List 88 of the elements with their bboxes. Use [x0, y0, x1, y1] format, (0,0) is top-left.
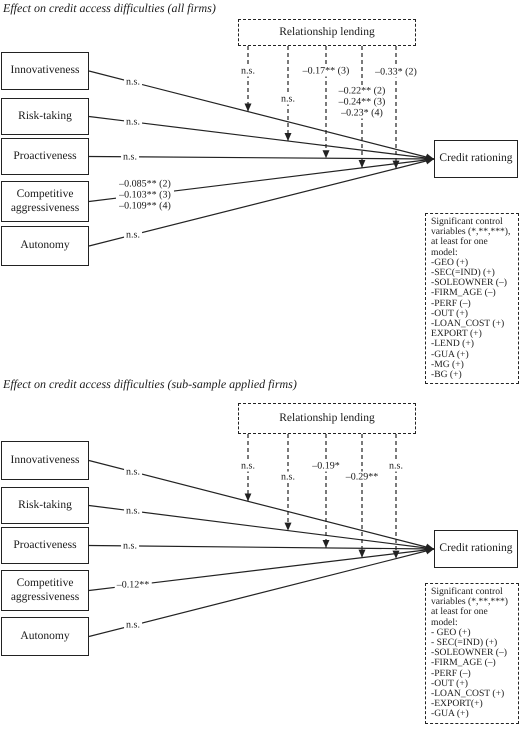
control-variable-item: -SOLEOWNER (–) [431, 648, 507, 658]
control-variable-item: -OUT (+) [431, 308, 468, 320]
control-variable-item: -MG (+) [431, 360, 464, 370]
control-variable-item: -FIRM_AGE (–) [431, 658, 496, 669]
moderator-label: Relationship lending [279, 412, 375, 426]
coefficient-label: n.s. [387, 460, 405, 472]
dashed-arrow [322, 434, 330, 548]
coefficient-label: –0.29** [344, 472, 380, 482]
arrow [88, 116, 434, 162]
outcome-label: Credit rationing [439, 542, 513, 556]
arrow [89, 544, 434, 552]
dashed-arrow [392, 46, 400, 169]
coefficient-label: n.s. [124, 620, 142, 631]
coefficient-label: –0.12** [114, 580, 152, 591]
control-variable-item: -EXPORT(+) [431, 699, 483, 710]
moderator-box [238, 19, 416, 46]
arrow [88, 504, 434, 552]
control-variable-item: - SEC(=IND) (+) [431, 638, 498, 648]
dashed-arrow [322, 46, 330, 158]
arrow [89, 155, 434, 162]
construct-box [1, 487, 89, 524]
control-variable-item: -LOAN_COST (+) [431, 689, 504, 700]
moderator-label: Relationship lending [279, 26, 375, 40]
coefficient-label: –0.19* [310, 460, 342, 472]
construct-label: Innovativeness [10, 64, 80, 78]
coefficient-label: n.s. [124, 466, 142, 478]
coefficient-label: n.s. [279, 94, 297, 104]
arrow [88, 548, 434, 638]
arrow [88, 158, 434, 247]
control-variable-item: -PERF (–) [431, 298, 471, 309]
outcome-box [434, 140, 518, 178]
outcome-box [434, 530, 518, 568]
construct-label: Autonomy [20, 630, 70, 644]
coefficient-label: n.s. [124, 76, 142, 88]
control-variable-item: EXPORT (+) [431, 329, 482, 340]
notes-heading: Significant control variables (*,**,***) at least for one model: [431, 587, 509, 628]
control-variable-item: -FIRM_AGE (–) [431, 288, 496, 299]
control-variable-item: -BG (+) [431, 370, 462, 380]
panel-title: Effect on credit access difficulties (all firms) [3, 1, 216, 15]
control-variable-item: -GUA (+) [431, 709, 469, 720]
control-variable-item: -GEO (+) [431, 258, 468, 268]
construct-box [1, 527, 89, 564]
control-variable-item: -OUT (+) [431, 678, 468, 690]
notes-box [425, 583, 519, 724]
control-variable-item: -GUA (+) [431, 350, 469, 360]
dashed-arrow [358, 434, 366, 558]
coefficient-label: –0.17** (3) [300, 66, 352, 76]
construct-box [1, 181, 89, 222]
construct-label: Proactiveness [13, 150, 77, 164]
notes-heading: Significant control variables (*,**,***), at least for one model: [431, 217, 512, 258]
construct-label: Risk-taking [18, 498, 72, 512]
construct-box [1, 52, 89, 90]
coefficient-label: –0.33* (2) [373, 66, 419, 78]
control-variable-item: - GEO (+) [431, 628, 471, 638]
coefficient-label: n.s. [124, 229, 142, 240]
construct-label: Risk-taking [18, 110, 72, 124]
construct-box [1, 570, 89, 611]
notes-box [425, 213, 519, 384]
dashed-arrow [244, 434, 252, 502]
control-variable-item: -LEND (+) [431, 339, 474, 350]
construct-box [1, 226, 89, 266]
construct-label: Innovativeness [10, 454, 80, 468]
construct-label: Competitive aggressiveness [10, 577, 80, 604]
arrow [88, 70, 434, 160]
control-variable-item: -LOAN_COST (+) [431, 319, 504, 330]
dashed-arrow [244, 46, 252, 112]
arrow [88, 460, 434, 550]
construct-box [1, 617, 89, 656]
control-variable-item: -PERF (–) [431, 668, 471, 679]
construct-label: Autonomy [20, 239, 70, 253]
control-variable-item: -SOLEOWNER (–) [431, 278, 507, 288]
coefficient-label: n.s. [279, 472, 297, 482]
dashed-arrow [284, 46, 292, 142]
construct-box [1, 98, 89, 135]
construct-box [1, 441, 89, 480]
panel-title: Effect on credit access difficulties (sub-sample applied firms) [3, 377, 297, 391]
control-variable-item: -SEC(=IND) (+) [431, 268, 495, 278]
construct-box [1, 138, 89, 175]
coefficient-label: n.s. [124, 506, 142, 517]
coefficient-label: –0.085** (2) –0.103** (3) –0.109** (4) [116, 178, 174, 212]
construct-label: Competitive aggressiveness [10, 188, 80, 215]
moderator-box [238, 403, 416, 434]
coefficient-label: n.s. [239, 66, 257, 76]
dashed-arrow [284, 434, 292, 531]
construct-label: Proactiveness [13, 538, 77, 552]
coefficient-label: n.s. [239, 460, 257, 472]
outcome-label: Credit rationing [439, 152, 513, 166]
dashed-arrow [392, 434, 400, 559]
